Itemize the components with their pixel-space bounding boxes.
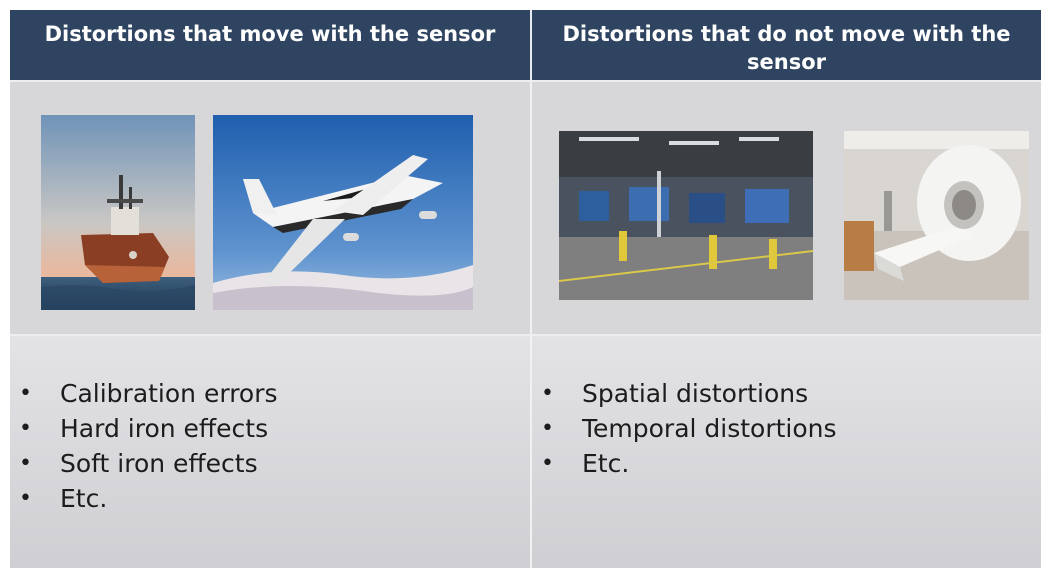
factory-floor-photo <box>559 131 813 300</box>
bullet-glyph: • <box>541 381 554 406</box>
image-cell-moving <box>10 80 532 334</box>
list-item: • Hard iron effects <box>10 411 278 446</box>
list-item-text: Spatial distortions <box>582 379 809 408</box>
mri-scanner-photo <box>844 131 1029 300</box>
list-item-text: Hard iron effects <box>60 414 269 443</box>
bullet-glyph: • <box>541 451 554 476</box>
bullet-glyph: • <box>19 381 32 406</box>
list-item-text: Temporal distortions <box>582 414 837 443</box>
text-cell-static: • Spatial distortions • Temporal distortio… <box>532 334 1041 568</box>
static-distortions-list: • Spatial distortions • Temporal distortio… <box>532 376 837 481</box>
text-cell-moving: • Calibration errors • Hard iron effects •… <box>10 334 532 568</box>
bullet-glyph: • <box>19 451 32 476</box>
bullet-glyph: • <box>19 486 32 511</box>
list-item: • Soft iron effects <box>10 446 278 481</box>
header-static-distortions: Distortions that do not move with the se… <box>532 10 1041 80</box>
bullet-glyph: • <box>19 416 32 441</box>
moving-distortions-list: • Calibration errors • Hard iron effects •… <box>10 376 278 516</box>
bullet-glyph: • <box>541 416 554 441</box>
list-item-text: Calibration errors <box>60 379 278 408</box>
list-item: • Calibration errors <box>10 376 278 411</box>
header-static-distortions-text: Distortions that do not move with the se… <box>562 22 1011 74</box>
list-item-text: Soft iron effects <box>60 449 258 478</box>
comparison-table: Distortions that move with the sensor Di… <box>10 10 1041 568</box>
list-item-text: Etc. <box>60 484 108 513</box>
header-moving-distortions-text: Distortions that move with the sensor <box>44 22 496 46</box>
list-item: • Temporal distortions <box>532 411 837 446</box>
ship-photo <box>41 115 195 310</box>
header-moving-distortions: Distortions that move with the sensor <box>10 10 532 80</box>
list-item: • Spatial distortions <box>532 376 837 411</box>
image-cell-static <box>532 80 1041 334</box>
list-item: • Etc. <box>10 481 278 516</box>
list-item-text: Etc. <box>582 449 630 478</box>
airplane-photo <box>213 115 473 310</box>
list-item: • Etc. <box>532 446 837 481</box>
